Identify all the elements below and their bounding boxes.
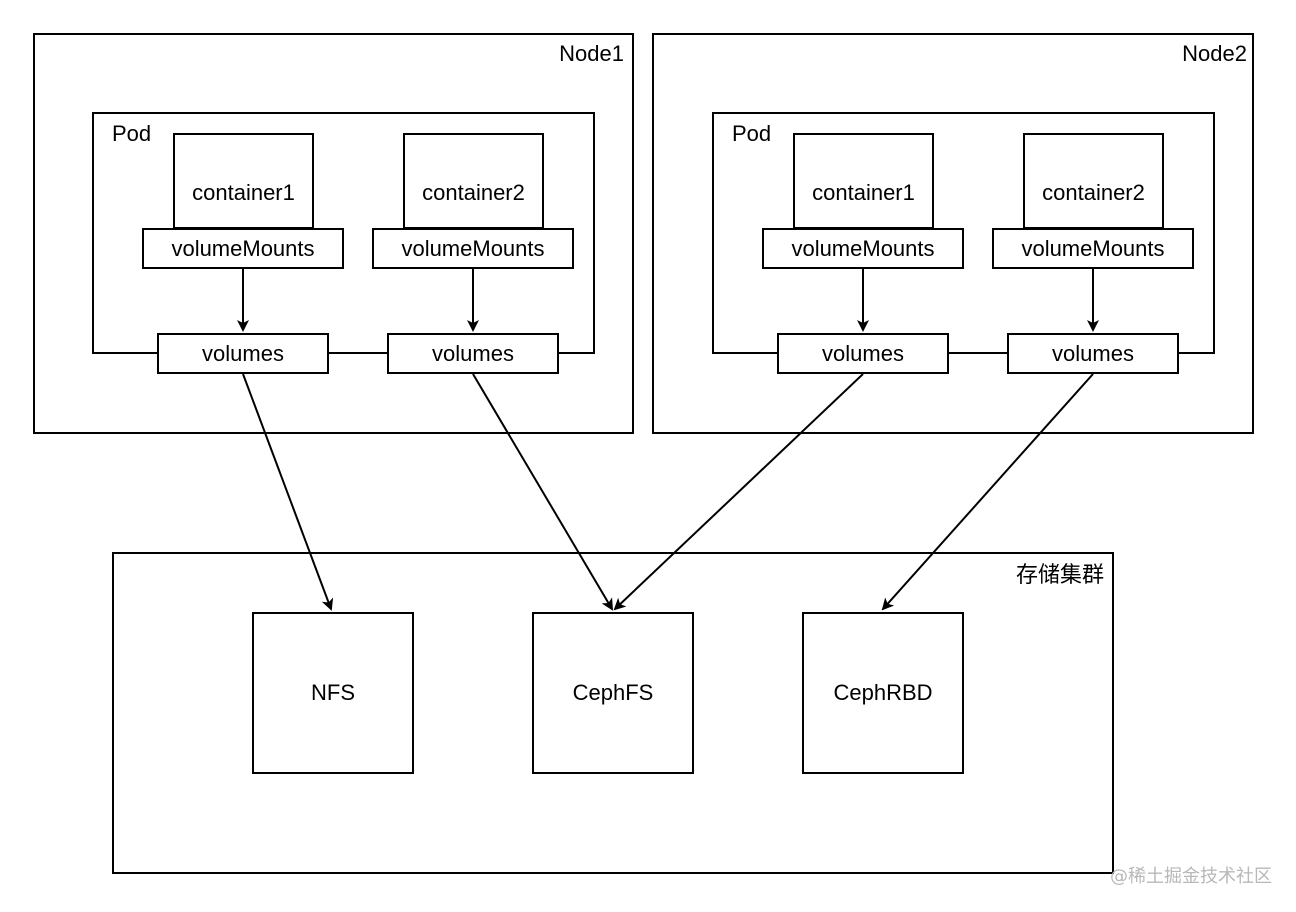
node1-frame: Node1 <box>33 33 634 434</box>
node1-volumemounts2-label: volumeMounts <box>401 235 545 261</box>
node2-container2-label: container2 <box>1042 180 1145 205</box>
node1-volumemounts1: volumeMounts <box>142 228 344 269</box>
node2-volumemounts2-label: volumeMounts <box>1021 235 1165 261</box>
node2-container1: container1 <box>793 133 934 229</box>
node1-container2: container2 <box>403 133 544 229</box>
node1-container1: container1 <box>173 133 314 229</box>
node1-pod-title: Pod <box>112 121 152 146</box>
node2-volumemounts1-label: volumeMounts <box>791 235 935 261</box>
node2-pod-title: Pod <box>732 121 772 146</box>
node2-volumemounts2: volumeMounts <box>992 228 1194 269</box>
node2-volumes1-label: volumes <box>822 340 904 366</box>
cephfs-backend: CephFS <box>532 612 694 774</box>
nfs-backend: NFS <box>252 612 414 774</box>
cephrbd-backend-label: CephRBD <box>833 680 933 705</box>
node1-title: Node1 <box>559 41 624 66</box>
cephfs-backend-label: CephFS <box>572 680 654 705</box>
node2-volumemounts1: volumeMounts <box>762 228 964 269</box>
node2-volumes2: volumes <box>1007 333 1179 374</box>
node1-volumemounts1-label: volumeMounts <box>171 235 315 261</box>
node1-volumes1-label: volumes <box>202 340 284 366</box>
node2-container2: container2 <box>1023 133 1164 229</box>
nfs-backend-label: NFS <box>311 680 355 705</box>
node2-container1-label: container1 <box>812 180 915 205</box>
node2-title: Node2 <box>1182 41 1247 66</box>
node2-volumes1: volumes <box>777 333 949 374</box>
node1-volumes1: volumes <box>157 333 329 374</box>
node1-volumes2: volumes <box>387 333 559 374</box>
watermark: @稀土掘金技术社区 <box>1110 866 1272 887</box>
node1-volumemounts2: volumeMounts <box>372 228 574 269</box>
storage-cluster-title: 存储集群 <box>1015 562 1104 587</box>
node2-volumes2-label: volumes <box>1052 340 1134 366</box>
node1-container1-label: container1 <box>192 180 295 205</box>
node1-container2-label: container2 <box>422 180 525 205</box>
cephrbd-backend: CephRBD <box>802 612 964 774</box>
node1-volumes2-label: volumes <box>432 340 514 366</box>
